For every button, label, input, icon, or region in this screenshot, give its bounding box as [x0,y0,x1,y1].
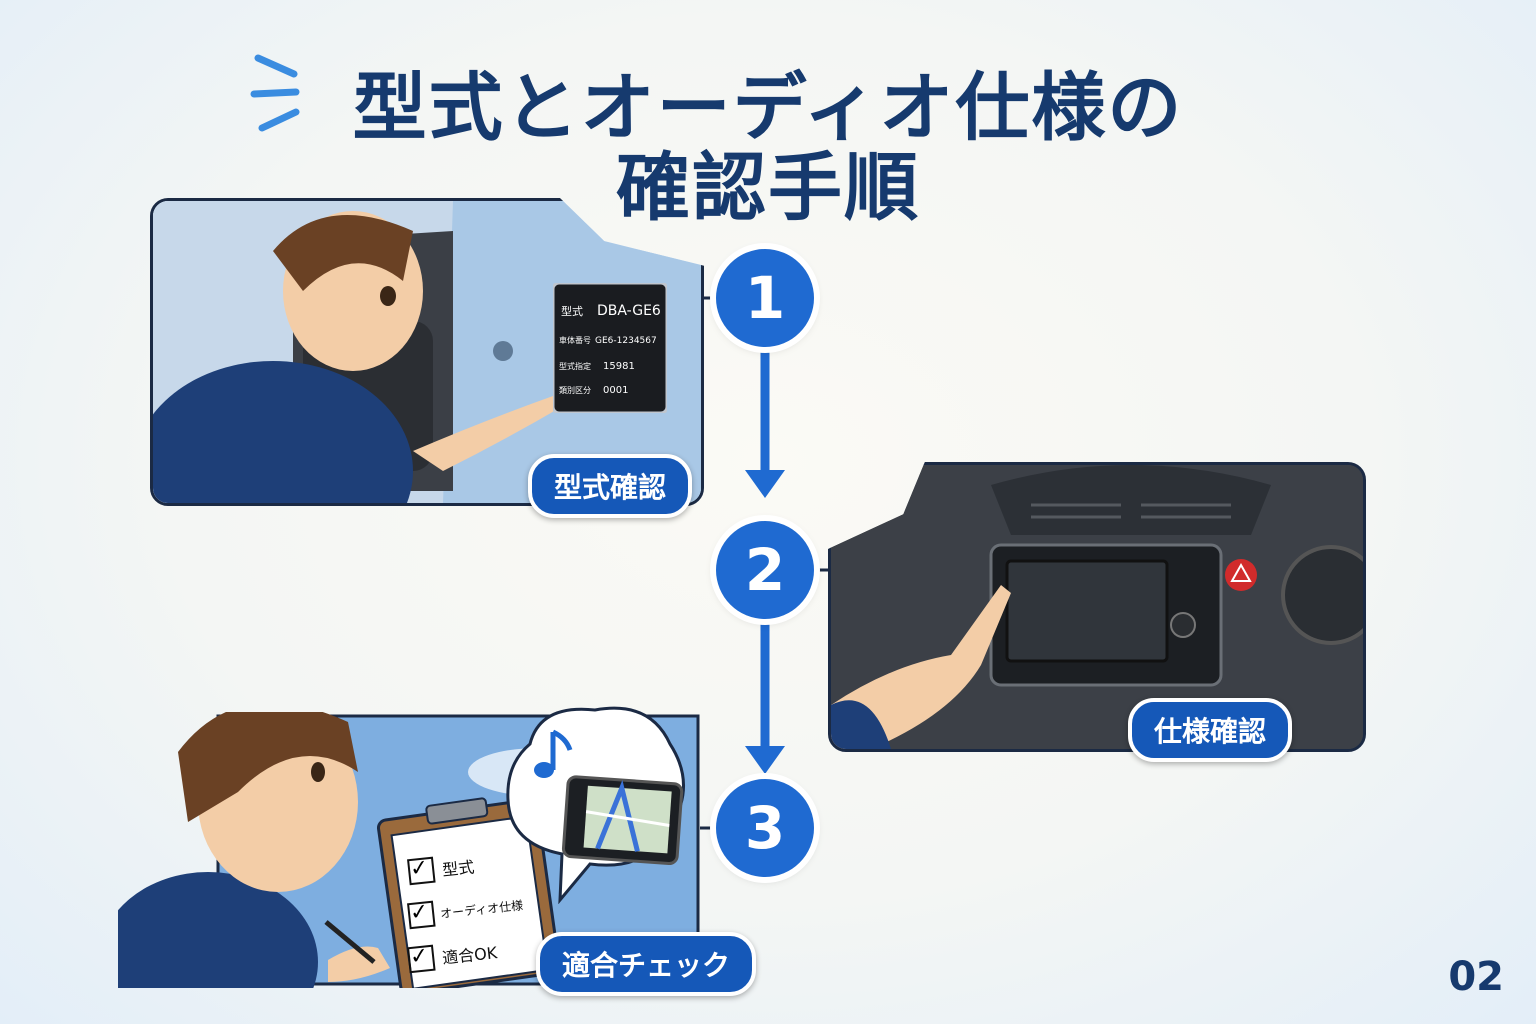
arrow-down-icon [745,618,785,774]
page-number: 02 [1448,954,1504,1000]
model-plate: 型式 DBA-GE6 車体番号 GE6-1234567 型式指定 15981 類… [553,283,667,413]
arrow-down-icon [745,345,785,498]
step2-number: 2 [716,521,814,619]
plate-value: 15981 [603,361,635,372]
step3-label: 適合チェック [536,932,757,996]
music-note-icon [534,729,573,778]
checkbox-icon: ✓ [407,943,436,974]
step1-illustration: 型式 DBA-GE6 車体番号 GE6-1234567 型式指定 15981 類… [150,198,704,506]
plate-key: 類別区分 [559,385,591,395]
plate-value: 0001 [603,385,628,396]
page-title-line2: 確認手順 [616,145,920,231]
thought-bubble [506,706,685,904]
sparkle-icon [250,54,300,132]
checklist-item-label: 型式 [441,857,476,880]
navigation-unit [561,775,684,866]
checkbox-icon: ✓ [407,899,436,930]
step2-label: 仕様確認 [1128,698,1293,762]
step3-number: 3 [716,779,814,877]
plate-key: 型式 [561,304,583,318]
step1-label: 型式確認 [528,454,693,518]
plate-value: DBA-GE6 [597,303,661,319]
plate-key: 車体番号 [559,335,591,345]
plate-value: GE6-1234567 [595,336,657,346]
checkbox-icon: ✓ [407,855,436,886]
plate-key: 型式指定 [559,361,591,371]
step1-number: 1 [716,249,814,347]
checklist-item-label: 適合OK [441,943,499,968]
page-title-line1: 型式とオーディオ仕様の [352,65,1184,151]
